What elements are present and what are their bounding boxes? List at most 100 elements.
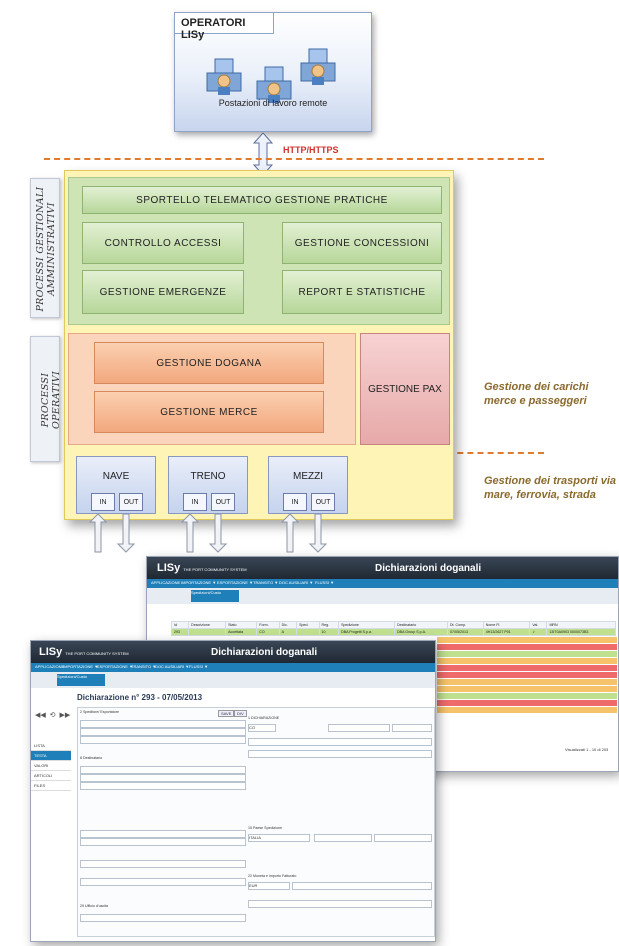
logo-text: LISy bbox=[157, 562, 181, 574]
field-label: 1 DICHIARAZIONE bbox=[248, 716, 280, 720]
treno-out-button[interactable]: OUT bbox=[211, 493, 235, 511]
speditore-city-field[interactable] bbox=[80, 736, 246, 744]
div-button[interactable]: DIV bbox=[234, 710, 247, 717]
column-header[interactable]: Form. bbox=[256, 621, 280, 629]
treno-in-button[interactable]: IN bbox=[183, 493, 207, 511]
paese-destinazione-field[interactable] bbox=[374, 834, 432, 842]
menu-item[interactable]: FLUSSI ▼ bbox=[315, 580, 335, 585]
row-band bbox=[437, 700, 617, 706]
tab-spedizioni[interactable]: Spedizioni/Custo bbox=[57, 674, 105, 686]
column-header[interactable]: Spedizione bbox=[338, 621, 396, 629]
column-header[interactable]: Reg. bbox=[318, 621, 340, 629]
banca-field[interactable] bbox=[248, 900, 432, 908]
destinatario-field[interactable] bbox=[80, 766, 246, 774]
side-menu: LISTA TESTA VALORI ARTICOLI FILES bbox=[31, 741, 71, 791]
table-cell: DBA Group S.p.A. bbox=[394, 628, 448, 636]
importo-field[interactable] bbox=[292, 882, 432, 890]
arrow-down-icon bbox=[208, 513, 228, 553]
side-menu-item[interactable]: LISTA bbox=[31, 741, 71, 751]
dichiarante-address-field[interactable] bbox=[80, 838, 246, 846]
transport-box-nave: NAVE IN OUT bbox=[76, 456, 156, 514]
column-header[interactable]: Dt. Comp. bbox=[446, 621, 484, 629]
column-header[interactable]: Stato bbox=[225, 621, 258, 629]
menu-item[interactable]: TRANSITO ▼ bbox=[253, 580, 279, 585]
menu-item[interactable]: ESPORTAZIONE ▼ bbox=[97, 664, 134, 669]
column-header[interactable]: Val. bbox=[529, 621, 548, 629]
row-band bbox=[437, 686, 617, 692]
arrow-up-icon bbox=[180, 513, 200, 553]
menu-item[interactable]: IMPORTAZIONE ▼ bbox=[181, 580, 217, 585]
column-header[interactable]: Sped. bbox=[296, 621, 320, 629]
nave-out-button[interactable]: OUT bbox=[119, 493, 143, 511]
table-cell: 10 bbox=[318, 628, 340, 636]
paese-origine-field[interactable] bbox=[314, 834, 372, 842]
menu-item[interactable]: ESPORTAZIONE ▼ bbox=[217, 580, 254, 585]
row-band bbox=[437, 707, 617, 713]
workstation-icon bbox=[300, 48, 336, 85]
speditore-address-field[interactable] bbox=[80, 728, 246, 736]
box-gestione-pax: GESTIONE PAX bbox=[360, 333, 450, 445]
last-page-icon[interactable]: ▶▶ bbox=[59, 712, 71, 719]
menu-item[interactable]: TRANSITO ▼ bbox=[131, 664, 157, 669]
dichiarante-field[interactable] bbox=[80, 830, 246, 838]
paese-spedizione-field[interactable]: ITALIA bbox=[248, 834, 310, 842]
row-band bbox=[437, 644, 617, 650]
main-menu: APPLICAZIONE IMPORTAZIONE ▼ ESPORTAZIONE… bbox=[147, 579, 618, 588]
table-cell: CO bbox=[256, 628, 280, 636]
column-header[interactable]: Dic. bbox=[278, 621, 298, 629]
row-band bbox=[437, 637, 617, 643]
tab-bar: Spedizioni/Custo bbox=[147, 588, 618, 604]
menu-item[interactable]: APPLICAZIONE bbox=[35, 664, 65, 669]
forms-field[interactable] bbox=[248, 738, 432, 746]
row-band bbox=[437, 693, 617, 699]
side-menu-item[interactable]: FILES bbox=[31, 781, 71, 791]
nave-in-button[interactable]: IN bbox=[91, 493, 115, 511]
save-button[interactable]: SAVE bbox=[218, 710, 235, 717]
menu-item[interactable]: DOC AUSILIARI ▼ bbox=[279, 580, 314, 585]
column-header[interactable]: Nome Fl. bbox=[482, 621, 531, 629]
box-gestione-concessioni: GESTIONE CONCESSIONI bbox=[282, 222, 442, 264]
transport-box-mezzi: MEZZI IN OUT bbox=[268, 456, 348, 514]
tab-bar: Spedizioni/Custo bbox=[31, 672, 435, 688]
menu-item[interactable]: IMPORTAZIONE ▼ bbox=[63, 664, 99, 669]
side-menu-item[interactable]: TESTA bbox=[31, 751, 71, 761]
office-field[interactable] bbox=[328, 724, 390, 732]
responsabile-field[interactable] bbox=[80, 860, 246, 868]
column-header[interactable]: Descrizione bbox=[188, 621, 227, 629]
row-band bbox=[437, 665, 617, 671]
column-header[interactable]: Id bbox=[170, 621, 190, 629]
refresh-icon[interactable]: ⟲ bbox=[49, 712, 56, 719]
page-title: Dichiarazioni doganali bbox=[375, 563, 482, 574]
logo-text: LISy bbox=[39, 646, 63, 658]
side-menu-item[interactable]: VALORI bbox=[31, 761, 71, 771]
column-header[interactable]: Destinatario bbox=[394, 621, 448, 629]
destinatario-address-field[interactable] bbox=[80, 774, 246, 782]
colli-field[interactable] bbox=[248, 750, 432, 758]
column-header[interactable]: MRN bbox=[546, 621, 616, 629]
operational-processes-tab: PROCESSI OPERATIVI bbox=[30, 336, 62, 462]
destinatario-city-field[interactable] bbox=[80, 782, 246, 790]
valuta-field[interactable]: EUR bbox=[248, 882, 290, 890]
trasporto-field[interactable] bbox=[80, 878, 246, 886]
menu-item[interactable]: FLUSSI ▼ bbox=[189, 664, 209, 669]
operators-title: OPERATORI LISy bbox=[174, 12, 274, 41]
main-menu: APPLICAZIONE IMPORTAZIONE ▼ ESPORTAZIONE… bbox=[31, 663, 435, 672]
mezzi-in-button[interactable]: IN bbox=[283, 493, 307, 511]
row-band bbox=[437, 679, 617, 685]
mezzi-out-button[interactable]: OUT bbox=[311, 493, 335, 511]
date-field[interactable] bbox=[392, 724, 432, 732]
first-page-icon[interactable]: ◀◀ bbox=[35, 712, 46, 719]
declaration-heading: Dichiarazione n° 293 - 07/05/2013 bbox=[77, 693, 203, 702]
menu-item[interactable]: APPLICAZIONE bbox=[151, 580, 181, 585]
menu-item[interactable]: DOC AUSILIARI ▼ bbox=[155, 664, 190, 669]
dichiarazione-field[interactable]: CO bbox=[248, 724, 276, 732]
tab-spedizioni[interactable]: Spedizioni/Custo bbox=[191, 590, 239, 602]
side-menu-item[interactable]: ARTICOLI bbox=[31, 771, 71, 781]
table-cell: 07/05/2013 bbox=[446, 628, 484, 636]
ufficio-uscita-field[interactable] bbox=[80, 914, 246, 922]
table-row[interactable]: 293 Accettata CO A 10 DBA Progetti S.p.a… bbox=[170, 628, 616, 636]
speditore-field[interactable] bbox=[80, 720, 246, 728]
